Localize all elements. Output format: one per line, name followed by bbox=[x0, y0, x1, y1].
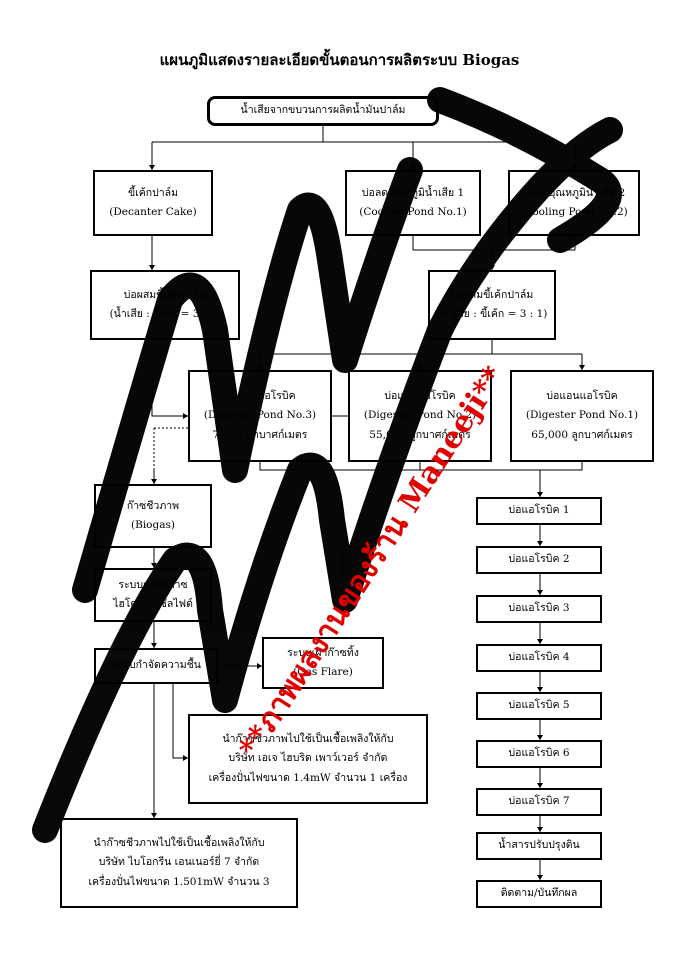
node-dig2-line: (Digester Pond No.2) bbox=[363, 409, 477, 422]
node-aer3-line: บ่อแอโรบิค 3 bbox=[508, 602, 570, 615]
node-aer2-line: บ่อแอโรบิค 2 bbox=[508, 553, 570, 566]
node-dig1-line: บ่อแอนแอโรบิค bbox=[546, 390, 618, 403]
node-dig2-line: 55,000 ลูกบาศก์เมตร bbox=[369, 428, 471, 441]
node-flare-line: (Gas Flare) bbox=[293, 666, 353, 678]
node-mixL-line: บ่อผสมขี้เค้กปาล์ม bbox=[123, 288, 207, 301]
node-useA-line: บริษัท เอเจ ไฮบริด เพาว์เวอร์ จำกัด bbox=[228, 752, 388, 765]
node-dig3-line: 7,000 ลูกบาศก์เมตร bbox=[212, 428, 308, 441]
node-biogas-line: ก๊าซชีวภาพ bbox=[126, 499, 180, 512]
node-aer1: บ่อแอโรบิค 1 bbox=[476, 497, 602, 525]
node-h2s-line: ไฮโดรเจนซัลไฟด์ bbox=[113, 598, 193, 610]
node-aer4: บ่อแอโรบิค 4 bbox=[476, 644, 602, 672]
node-biogas: ก๊าซชีวภาพ (Biogas) bbox=[94, 484, 212, 548]
node-h2s-line: ระบบกำจัดก๊าซ bbox=[118, 578, 188, 591]
node-mixL-line: (น้ำเสีย : ขี้เค้ก = 3 : 1) bbox=[109, 308, 221, 320]
node-soil-line: น้ำสารปรับปรุงดิน bbox=[498, 839, 580, 852]
connector-15 bbox=[151, 340, 188, 417]
node-cool2: บ่อลดอุณหภูมิน้ำเสีย 2 (Cooling Pond No.2… bbox=[508, 170, 640, 236]
node-cool2-line: บ่อลดอุณหภูมิน้ำเสีย 2 bbox=[522, 186, 626, 199]
node-dig3-line: (Digester Pond No.3) bbox=[203, 409, 317, 422]
node-moist-line: ระบบกำจัดความชื้น bbox=[111, 659, 201, 672]
node-cake-line: (Decanter Cake) bbox=[109, 206, 197, 218]
node-aer5-line: บ่อแอโรบิค 5 bbox=[508, 699, 570, 712]
diagram-title: แผนภูมิแสดงรายละเอียดขั้นตอนการผลิตระบบ … bbox=[159, 51, 520, 69]
node-aer1-line: บ่อแอโรบิค 1 bbox=[508, 504, 570, 517]
node-mixR-line: (น้ำเสีย : ขี้เค้ก = 3 : 1) bbox=[436, 308, 548, 320]
node-flare: ระบบเผาก๊าซทิ้ง (Gas Flare) bbox=[262, 637, 384, 689]
connector-26 bbox=[172, 684, 188, 759]
connector-17 bbox=[420, 462, 583, 471]
node-moist: ระบบกำจัดความชื้น bbox=[94, 648, 218, 684]
node-cool1: บ่อลดอุณหภูมิน้ำเสีย 1 (Cooling Pond No.1… bbox=[345, 170, 481, 236]
node-aer5: บ่อแอโรบิค 5 bbox=[476, 692, 602, 720]
node-track-line: ติดตาม/บันทึกผล bbox=[500, 887, 578, 900]
node-dig3-line: บ่อแอนแอโรบิค bbox=[224, 390, 296, 403]
node-aer2: บ่อแอโรบิค 2 bbox=[476, 546, 602, 574]
node-aer6: บ่อแอโรบิค 6 bbox=[476, 740, 602, 768]
node-mixL: บ่อผสมขี้เค้กปาล์ม (น้ำเสีย : ขี้เค้ก = 3… bbox=[90, 270, 240, 340]
node-dig2-line: บ่อแอนแอโรบิค bbox=[384, 390, 456, 403]
node-cake: ขี้เค้กปาล์ม (Decanter Cake) bbox=[93, 170, 213, 236]
node-useB: นำก๊าซชีวภาพไปใช้เป็นเชื้อเพลิงให้กับบริ… bbox=[60, 818, 298, 908]
node-useB-line: นำก๊าซชีวภาพไปใช้เป็นเชื้อเพลิงให้กับ bbox=[93, 837, 265, 850]
node-dig1-line: 65,000 ลูกบาศก์เมตร bbox=[531, 428, 633, 441]
node-source-line: น้ำเสียจากขบวนการผลิตน้ำมันปาล์ม bbox=[240, 104, 406, 117]
node-aer3: บ่อแอโรบิค 3 bbox=[476, 595, 602, 623]
node-useA-line: เครื่องปั่นไฟขนาด 1.4mW จำนวน 1 เครื่อง bbox=[208, 771, 408, 784]
node-aer7-line: บ่อแอโรบิค 7 bbox=[508, 795, 570, 808]
node-aer6-line: บ่อแอโรบิค 6 bbox=[508, 747, 570, 760]
arrowhead-35 bbox=[537, 875, 543, 880]
node-mixR-line: บ่อผสมขี้เค้กปาล์ม bbox=[450, 288, 534, 301]
node-cool1-line: (Cooling Pond No.1) bbox=[359, 206, 467, 218]
node-useB-line: บริษัท ไบโอกรีน เอนเนอร์ยี่ 7 จำกัด bbox=[98, 856, 260, 869]
node-mixR: บ่อผสมขี้เค้กปาล์ม (น้ำเสีย : ขี้เค้ก = 3… bbox=[428, 270, 556, 340]
node-flare-line: ระบบเผาก๊าซทิ้ง bbox=[287, 646, 359, 659]
node-h2s: ระบบกำจัดก๊าซไฮโดรเจนซัลไฟด์ bbox=[94, 568, 212, 622]
node-dig2: บ่อแอนแอโรบิค (Digester Pond No.2) 55,000 … bbox=[348, 370, 492, 462]
node-source: น้ำเสียจากขบวนการผลิตน้ำมันปาล์ม bbox=[207, 96, 439, 126]
node-track: ติดตาม/บันทึกผล bbox=[476, 880, 602, 908]
node-soil: น้ำสารปรับปรุงดิน bbox=[476, 832, 602, 860]
node-biogas-line: (Biogas) bbox=[131, 519, 175, 531]
node-useA-line: นำก๊าซชีวภาพไปใช้เป็นเชื้อเพลิงให้กับ bbox=[222, 733, 394, 746]
node-dig3: บ่อแอนแอโรบิค (Digester Pond No.3) 7,000 ล… bbox=[188, 370, 332, 462]
connector-16 bbox=[259, 462, 421, 471]
node-useA: นำก๊าซชีวภาพไปใช้เป็นเชื้อเพลิงให้กับบริ… bbox=[188, 714, 428, 804]
node-useB-line: เครื่องปั่นไฟขนาด 1.501mW จำนวน 3 bbox=[88, 875, 270, 888]
node-dig1: บ่อแอนแอโรบิค (Digester Pond No.1) 65,000 … bbox=[510, 370, 654, 462]
node-cool1-line: บ่อลดอุณหภูมิน้ำเสีย 1 bbox=[361, 186, 465, 199]
node-dig1-line: (Digester Pond No.1) bbox=[525, 409, 639, 422]
node-cake-line: ขี้เค้กปาล์ม bbox=[127, 186, 179, 199]
node-aer7: บ่อแอโรบิค 7 bbox=[476, 788, 602, 816]
node-aer4-line: บ่อแอโรบิค 4 bbox=[508, 651, 570, 664]
node-cool2-line: (Cooling Pond No.2) bbox=[520, 206, 628, 218]
